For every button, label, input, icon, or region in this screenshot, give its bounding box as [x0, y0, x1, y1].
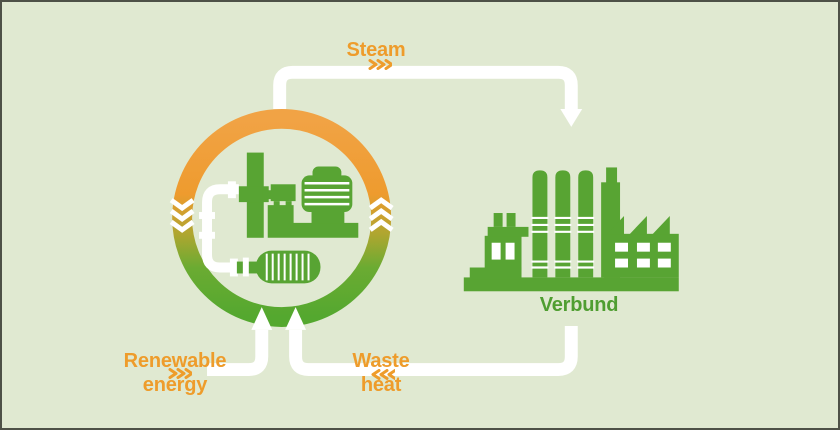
- renewable-energy-label: Renewable energy: [109, 349, 241, 397]
- waste-heat-label: Waste heat: [331, 349, 431, 397]
- renewable-energy-line2: energy: [142, 374, 208, 396]
- steam-pipe: [273, 65, 583, 127]
- steam-label: Steam: [346, 39, 406, 61]
- renewable-energy-line1: Renewable: [123, 350, 227, 372]
- waste-heat-flow-chevrons-icon: [371, 369, 395, 380]
- renewable-flow-chevrons-icon: [168, 368, 192, 379]
- compressor-body: [301, 175, 353, 213]
- steam-flow-chevrons-icon: [368, 59, 392, 70]
- steam-arrow-icon: [560, 108, 583, 127]
- machine-base: [267, 205, 359, 238]
- ring-flow-down-chevrons-icon: [169, 198, 195, 233]
- renewable-energy-pipe: [207, 307, 273, 376]
- motor-unit: [236, 250, 321, 284]
- waste-heat-line2: heat: [360, 374, 402, 396]
- chemical-plant-icon: [463, 167, 679, 292]
- heat-pump-icon: [199, 152, 359, 284]
- plant-factory-hall: [604, 215, 679, 278]
- suction-pipe: [202, 184, 239, 273]
- compressor-unit: [238, 152, 359, 238]
- waste-heat-arrow-icon: [285, 307, 307, 330]
- plant-ground: [463, 277, 679, 292]
- waste-heat-pipe: [285, 307, 578, 376]
- motor-body: [255, 250, 321, 284]
- verbund-label: Verbund: [539, 294, 619, 316]
- plant-small-building: [484, 213, 529, 270]
- cycle-ring: [169, 108, 394, 327]
- plant-columns: [531, 170, 595, 278]
- ring-flow-up-chevrons-icon: [368, 197, 394, 232]
- renewable-energy-arrow-icon: [251, 307, 273, 330]
- gearbox: [270, 184, 296, 202]
- waste-heat-line1: Waste: [352, 350, 410, 372]
